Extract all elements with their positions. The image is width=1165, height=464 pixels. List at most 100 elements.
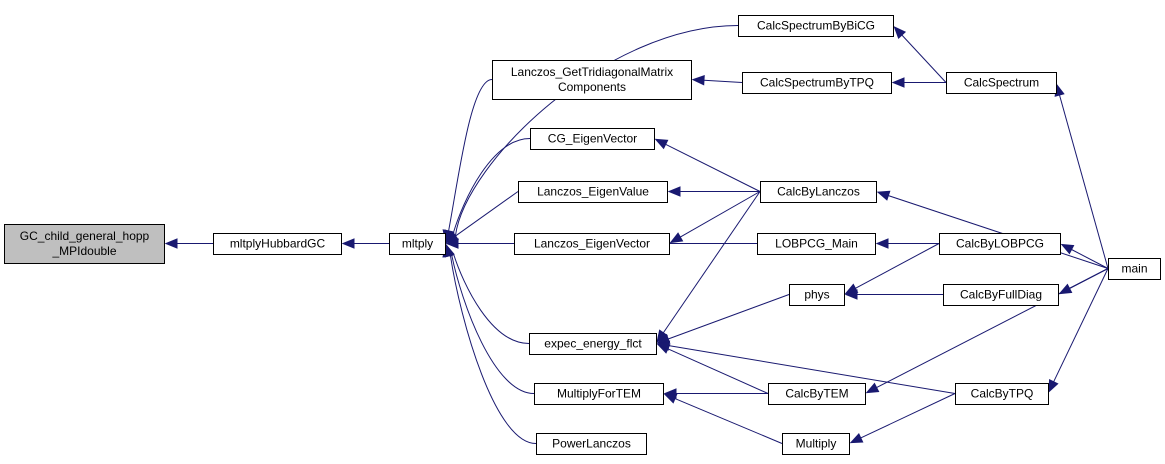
edge-line bbox=[449, 255, 537, 444]
node-label: CalcByTPQ bbox=[971, 387, 1034, 401]
arrowhead bbox=[341, 238, 355, 249]
node-mult[interactable]: Multiply bbox=[782, 433, 850, 455]
node-box[interactable] bbox=[534, 383, 664, 405]
node-cblob[interactable]: CalcByLOBPCG bbox=[939, 233, 1061, 255]
node-box[interactable] bbox=[1108, 258, 1161, 280]
arrowhead bbox=[654, 138, 669, 150]
edge-main-to-cblanczos bbox=[876, 190, 1109, 269]
node-lev[interactable]: Lanczos_EigenValue bbox=[518, 181, 668, 203]
node-gc[interactable]: GC_child_general_hopp_MPIdouble bbox=[4, 224, 165, 264]
edge-line bbox=[667, 348, 769, 394]
edge-line bbox=[1071, 249, 1109, 269]
node-label: CalcByTEM bbox=[785, 387, 848, 401]
node-box[interactable] bbox=[939, 233, 1061, 255]
node-box[interactable] bbox=[518, 181, 668, 203]
node-main[interactable]: main bbox=[1108, 258, 1161, 280]
node-box[interactable] bbox=[946, 72, 1057, 94]
node-label: main bbox=[1121, 262, 1147, 276]
node-box[interactable] bbox=[4, 224, 165, 264]
arrowhead bbox=[445, 238, 459, 249]
node-box[interactable] bbox=[768, 383, 866, 405]
edge-main-to-spec bbox=[1054, 83, 1109, 269]
edge-cgev-to-mltply bbox=[444, 138, 531, 244]
node-levec[interactable]: Lanczos_EigenVector bbox=[514, 233, 670, 255]
node-label: _MPIdouble bbox=[51, 244, 116, 258]
node-phys[interactable]: phys bbox=[789, 284, 845, 306]
arrowhead bbox=[656, 340, 671, 351]
edge-line bbox=[674, 398, 783, 444]
node-box[interactable] bbox=[492, 60, 692, 100]
node-box[interactable] bbox=[955, 383, 1049, 405]
node-box[interactable] bbox=[389, 233, 446, 255]
node-label: CG_EigenVector bbox=[548, 132, 637, 146]
edge-line bbox=[452, 253, 530, 344]
node-cgev[interactable]: CG_EigenVector bbox=[530, 128, 655, 150]
edge-tpq-to-lgtm bbox=[691, 75, 743, 86]
node-tpq[interactable]: CalcSpectrumByTPQ bbox=[742, 72, 892, 94]
node-label: MultiplyForTEM bbox=[557, 387, 641, 401]
node-label: CalcByFullDiag bbox=[960, 288, 1042, 302]
arrowhead bbox=[875, 238, 889, 249]
arrowhead bbox=[865, 382, 880, 394]
node-box[interactable] bbox=[943, 284, 1059, 306]
edge-cblanczos-to-cgev bbox=[654, 138, 761, 192]
node-mftem[interactable]: MultiplyForTEM bbox=[534, 383, 664, 405]
node-cbtpq[interactable]: CalcByTPQ bbox=[955, 383, 1049, 405]
node-label: LOBPCG_Main bbox=[775, 237, 858, 251]
node-label: phys bbox=[804, 288, 829, 302]
edge-line bbox=[454, 25, 739, 236]
edge-mult-to-mftem bbox=[663, 393, 783, 444]
edge-lgtm-to-mltply bbox=[442, 79, 493, 243]
edge-line bbox=[860, 393, 956, 439]
node-box[interactable] bbox=[742, 72, 892, 94]
edge-line bbox=[901, 34, 947, 83]
node-label: mltplyHubbardGC bbox=[230, 237, 326, 251]
edge-mltply-to-mhub bbox=[341, 238, 389, 249]
node-box[interactable] bbox=[529, 333, 657, 355]
node-box[interactable] bbox=[760, 181, 877, 203]
node-label: CalcByLanczos bbox=[777, 185, 860, 199]
node-cblanczos[interactable]: CalcByLanczos bbox=[760, 181, 877, 203]
arrowhead bbox=[844, 289, 858, 300]
node-label: PowerLanczos bbox=[552, 437, 631, 451]
node-box[interactable] bbox=[213, 233, 342, 255]
node-label: Lanczos_EigenValue bbox=[537, 185, 649, 199]
node-box[interactable] bbox=[789, 284, 845, 306]
edge-line bbox=[448, 79, 493, 232]
node-box[interactable] bbox=[536, 433, 647, 455]
node-label: CalcSpectrumByTPQ bbox=[760, 76, 874, 90]
call-graph-nodes: GC_child_general_hopp_MPIdouble mltplyHub… bbox=[4, 15, 1161, 455]
node-mhub[interactable]: mltplyHubbardGC bbox=[213, 233, 342, 255]
arrowhead bbox=[164, 238, 178, 249]
call-graph-edges bbox=[164, 25, 1109, 444]
node-box[interactable] bbox=[738, 15, 894, 37]
node-label: CalcSpectrum bbox=[964, 76, 1039, 90]
arrowhead bbox=[1048, 379, 1059, 393]
node-box[interactable] bbox=[530, 128, 655, 150]
edge-cblanczos-to-lev bbox=[667, 186, 760, 197]
node-bicg[interactable]: CalcSpectrumByBiCG bbox=[738, 15, 894, 37]
edge-cbtem-to-eef bbox=[656, 343, 769, 394]
edge-lev-to-mltply bbox=[445, 191, 519, 244]
node-pl[interactable]: PowerLanczos bbox=[536, 433, 647, 455]
edge-line bbox=[665, 143, 761, 192]
arrowhead bbox=[891, 77, 905, 88]
node-mltply[interactable]: mltply bbox=[389, 233, 446, 255]
node-box[interactable] bbox=[514, 233, 670, 255]
node-lobmain[interactable]: LOBPCG_Main bbox=[757, 233, 876, 255]
node-eef[interactable]: expec_energy_flct bbox=[529, 333, 657, 355]
arrowhead bbox=[849, 432, 864, 444]
node-spec[interactable]: CalcSpectrum bbox=[946, 72, 1057, 94]
node-box[interactable] bbox=[782, 433, 850, 455]
edge-phys-to-eef bbox=[656, 294, 790, 344]
edge-main-to-cbtem bbox=[865, 268, 1109, 394]
node-cbtem[interactable]: CalcByTEM bbox=[768, 383, 866, 405]
arrowhead bbox=[669, 232, 684, 244]
edge-cbtem-to-mftem bbox=[663, 388, 768, 399]
edge-cbtpq-to-mult bbox=[849, 393, 956, 444]
node-cbfd[interactable]: CalcByFullDiag bbox=[943, 284, 1059, 306]
node-label: CalcByLOBPCG bbox=[956, 237, 1044, 251]
node-box[interactable] bbox=[757, 233, 876, 255]
